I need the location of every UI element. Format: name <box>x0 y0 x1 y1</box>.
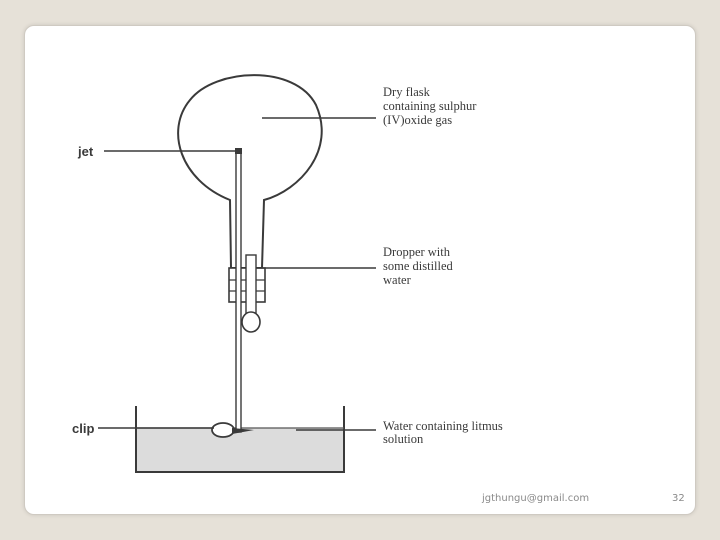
dropper-bulb <box>241 311 261 333</box>
flask-label-line2: containing sulphur <box>383 99 477 113</box>
litmus-water <box>136 428 344 472</box>
dropper-label-line2: some distilled <box>383 259 454 273</box>
jet-label: jet <box>77 144 94 159</box>
footer-email: jgthungu@gmail.com <box>482 493 590 504</box>
clip-label: clip <box>72 421 94 436</box>
clip-arm <box>232 428 254 434</box>
glass-tube <box>235 149 242 433</box>
dropper-label-line1: Dropper with <box>383 245 451 259</box>
dropper-label-line3: water <box>383 273 412 287</box>
trough <box>135 406 345 473</box>
flask-label-line3: (IV)oxide gas <box>383 113 452 127</box>
water-label-line1: Water containing litmus <box>383 419 503 433</box>
flask <box>177 74 323 269</box>
clip <box>211 422 235 438</box>
dropper <box>245 254 257 318</box>
water-label-line2: solution <box>383 432 424 446</box>
page-number: 32 <box>672 493 685 504</box>
flask-label-line1: Dry flask <box>383 85 431 99</box>
jet-tip <box>235 148 242 154</box>
